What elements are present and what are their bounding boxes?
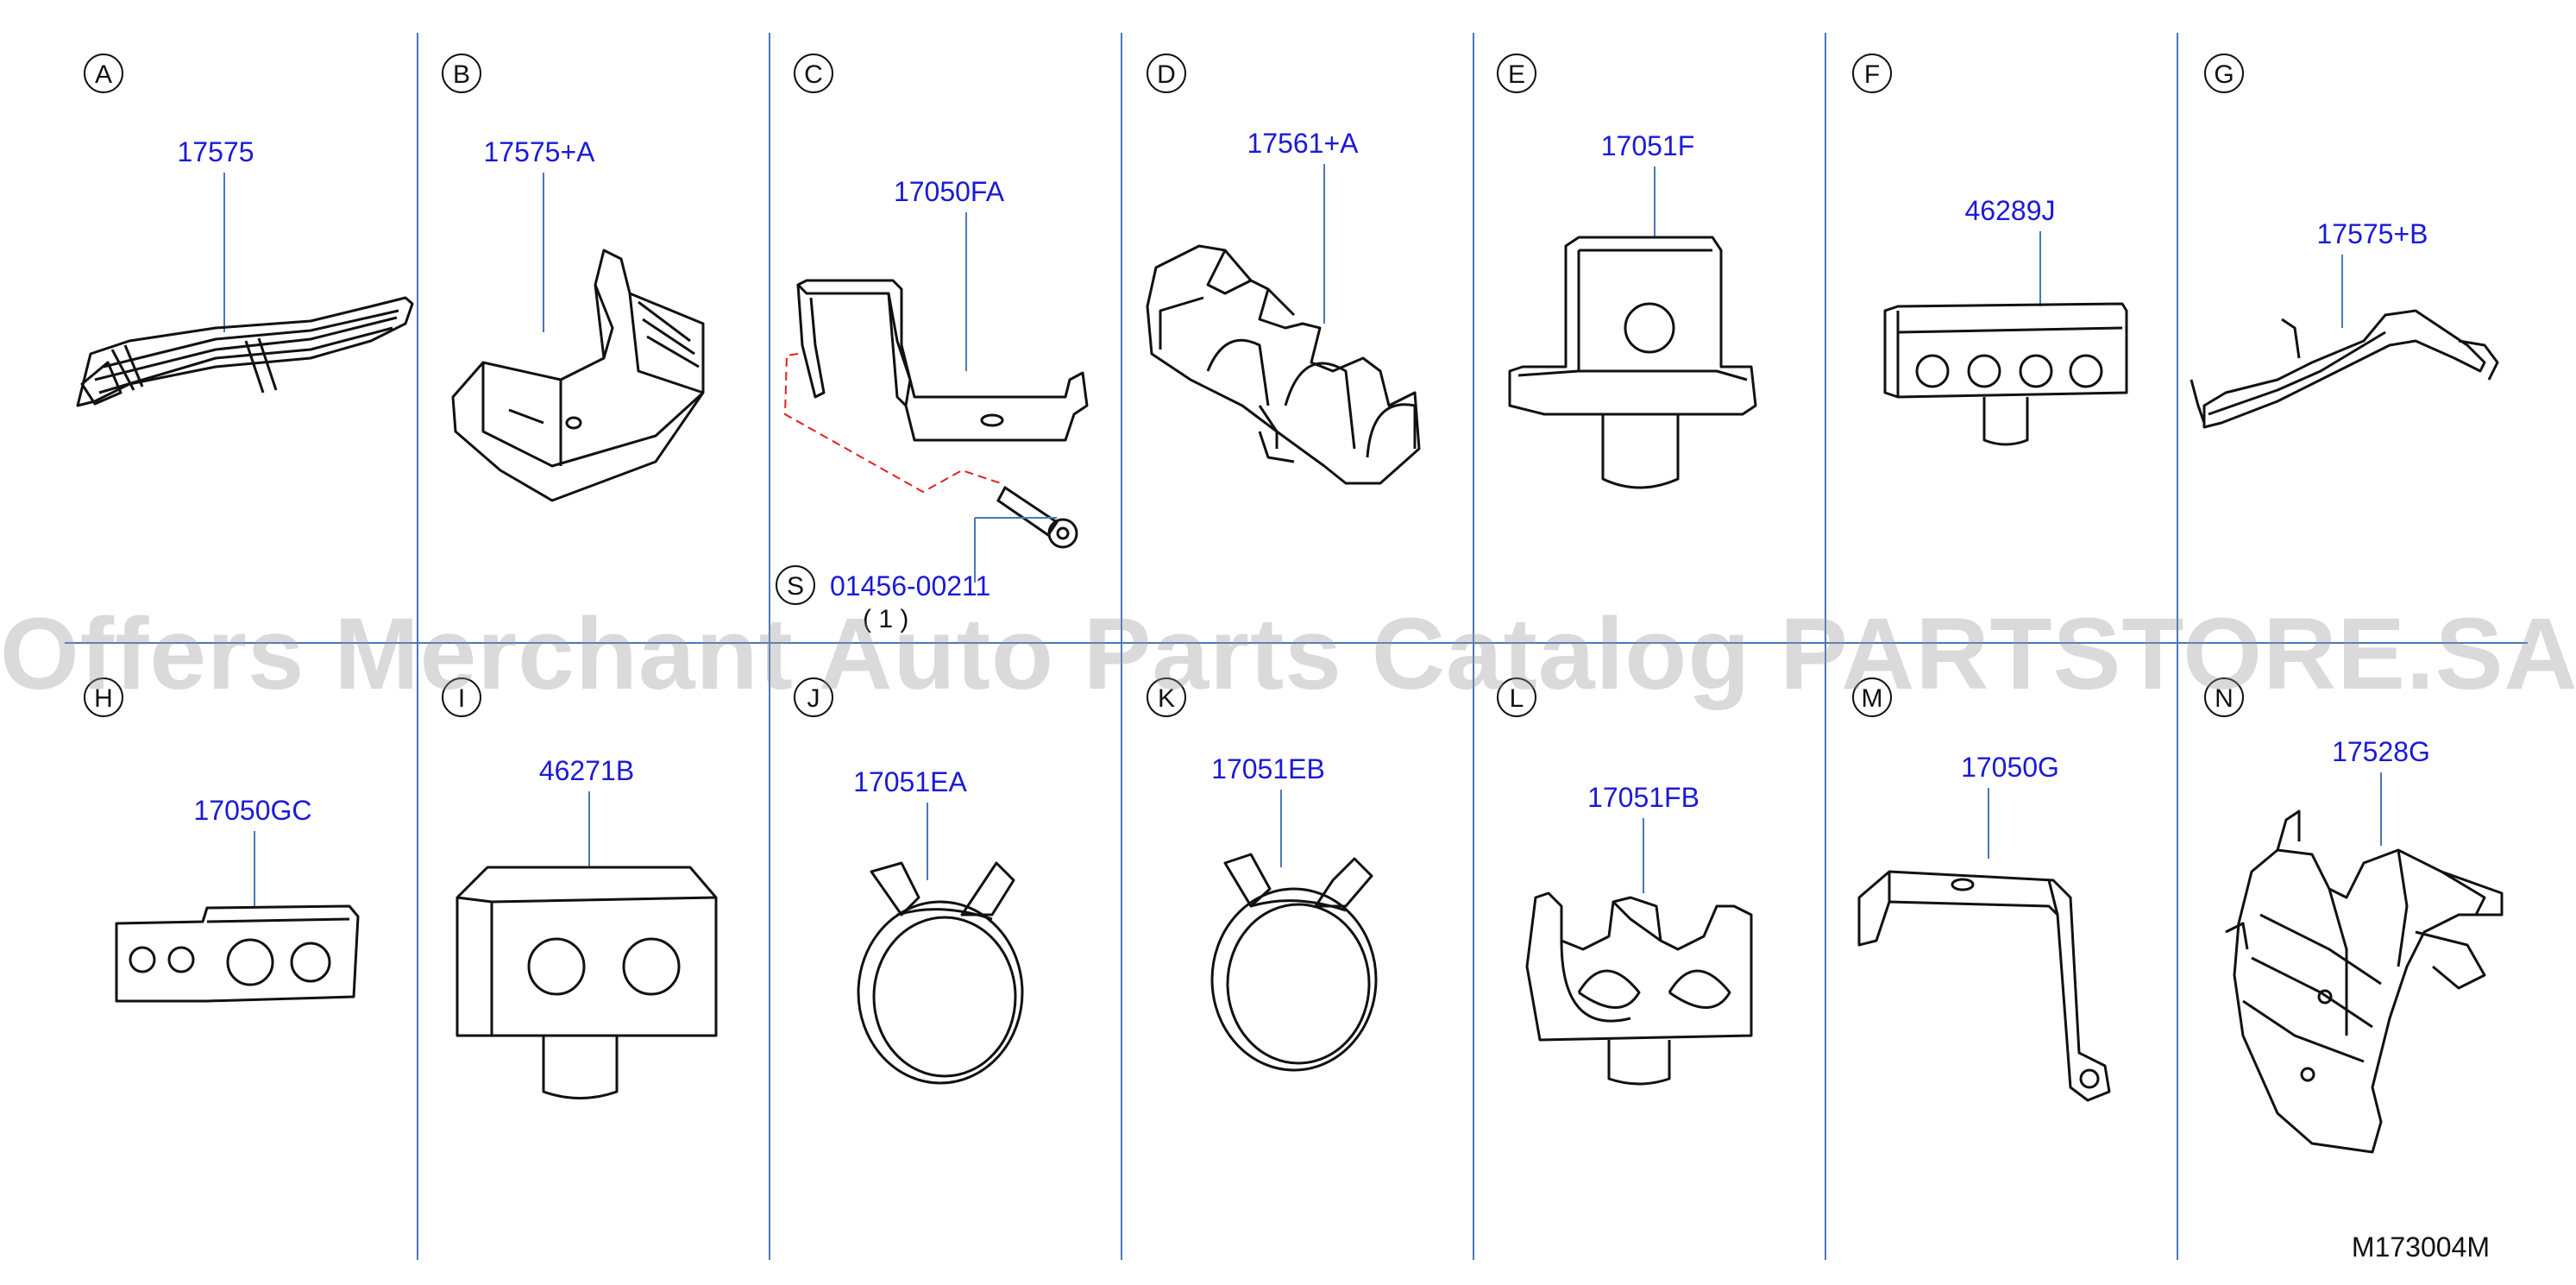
cell-letter: D (1157, 60, 1176, 89)
block-clip-drawing (1508, 236, 1757, 489)
fuel-filter-bracket-drawing (2225, 809, 2504, 1154)
quantity-label: ( 1 ) (863, 605, 908, 633)
hose-clamp-drawing (857, 861, 1024, 1085)
cell-k: K 17051EB (1147, 677, 1378, 1072)
part-number-label[interactable]: 17575+B (2316, 218, 2428, 249)
cell-letter: L (1510, 684, 1524, 713)
cell-g: G 17575+B (2190, 54, 2499, 429)
diagram-code: M173004M (2351, 1231, 2490, 1263)
l-bracket-drawing (1857, 870, 2111, 1102)
cell-n: N 17528G (2204, 677, 2504, 1154)
part-number-label[interactable]: 17051FB (1587, 782, 1700, 813)
cell-a: A 17575 (76, 54, 414, 407)
part-number-label[interactable]: 17050GC (194, 795, 312, 826)
part-number-label[interactable]: 17051EA (853, 766, 967, 797)
cell-letter: F (1864, 60, 1880, 89)
grid-dividers (65, 33, 2528, 1260)
sub-letter: S (787, 572, 804, 601)
part-number-label[interactable]: 17575 (178, 136, 254, 167)
cell-e: E 17051F (1497, 54, 1757, 489)
cell-l: L 17051FB (1497, 677, 1753, 1086)
sub-part-number-label[interactable]: 01456-00211 (830, 570, 990, 602)
four-hole-clip-drawing (1883, 302, 2128, 446)
cell-letter: H (94, 684, 113, 713)
cell-letter: G (2214, 60, 2234, 89)
cell-j: J 17051EA (794, 677, 1024, 1085)
fuel-tube-protector-drawing (451, 249, 705, 502)
multi-hole-clip-drawing (115, 904, 360, 1003)
cell-letter: M (1862, 684, 1883, 713)
part-number-label[interactable]: 17051F (1601, 130, 1695, 161)
cell-h: H 17050GC (84, 677, 360, 1003)
cell-m: M 17050G (1852, 677, 2111, 1102)
cell-letter: E (1508, 60, 1525, 89)
cell-letter: C (804, 60, 823, 89)
cell-letter: I (458, 684, 465, 713)
two-hole-clip-drawing (456, 866, 718, 1099)
cell-d: D 17561+A (1146, 54, 1421, 485)
cell-letter: J (807, 684, 820, 713)
part-number-label[interactable]: 46289J (1965, 195, 2056, 226)
cell-letter: A (95, 60, 112, 89)
bolt-drawing (996, 485, 1078, 549)
cell-letter: B (453, 60, 470, 89)
hose-clamp-drawing (1210, 853, 1378, 1072)
part-number-label[interactable]: 17561+A (1247, 128, 1359, 159)
cell-c: C 17050FA S 01456-00211 ( 1 ) (776, 54, 1089, 633)
cell-i: I 46271B (442, 677, 718, 1099)
bracket-rail-drawing (2190, 309, 2499, 429)
part-number-label[interactable]: 17050FA (894, 176, 1005, 207)
part-number-label[interactable]: 17528G (2332, 736, 2430, 767)
cell-f: F 46289J (1852, 54, 2128, 446)
part-number-label[interactable]: 17050G (1961, 752, 2059, 783)
cell-letter: N (2215, 684, 2234, 713)
tube-clamp-drawing (1146, 244, 1421, 485)
part-number-label[interactable]: 17051EB (1211, 753, 1325, 784)
bracket-drawing (796, 279, 1089, 442)
part-number-label[interactable]: 17575+A (483, 136, 595, 167)
fuel-tube-assembly-drawing (76, 296, 414, 407)
part-number-label[interactable]: 46271B (539, 755, 634, 786)
cell-letter: K (1158, 684, 1175, 713)
cell-b: B 17575+A (442, 54, 705, 502)
double-tube-clip-drawing (1525, 891, 1753, 1086)
